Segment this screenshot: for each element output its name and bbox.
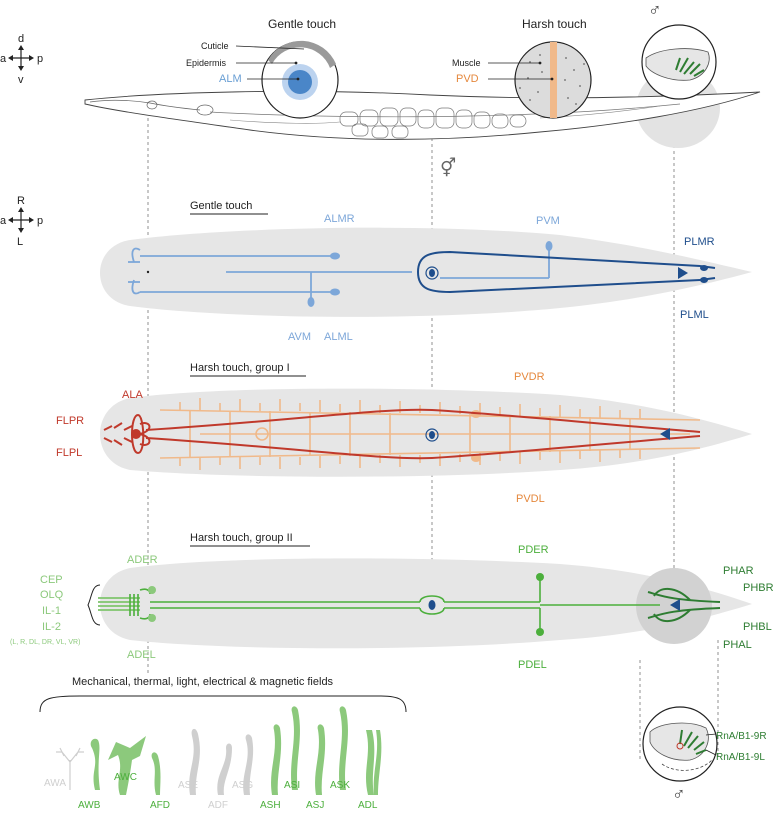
harsh2-body bbox=[98, 558, 752, 649]
amphid-neurons bbox=[56, 706, 382, 795]
awc-label: AWC bbox=[114, 772, 137, 783]
asg-label: ASG bbox=[232, 780, 253, 791]
plml-label: PLML bbox=[680, 309, 709, 321]
hermaphrodite-symbol-icon: ⚥ bbox=[440, 157, 456, 178]
axis-l-label: L bbox=[17, 236, 23, 248]
flpr-label: FLPR bbox=[56, 415, 84, 427]
phal-label: PHAL bbox=[723, 639, 752, 651]
asi-label: ASI bbox=[284, 780, 300, 791]
awb-neuron-shape bbox=[90, 738, 100, 790]
axis-a-label: a bbox=[0, 53, 7, 65]
compass-cross-icon bbox=[8, 45, 34, 71]
pvdl-label: PVDL bbox=[516, 493, 545, 505]
adf-label: ADF bbox=[208, 800, 228, 811]
cuticle-label: Cuticle bbox=[201, 41, 229, 51]
pvdr-label: PVDR bbox=[514, 371, 545, 383]
awb-label: AWB bbox=[78, 800, 101, 811]
compass-cross-icon bbox=[8, 207, 34, 233]
axis-a2-label: a bbox=[0, 215, 7, 227]
gentle-touch-cross-section bbox=[261, 40, 339, 119]
male-tail-inset bbox=[641, 24, 717, 100]
male-tail-inset-bottom bbox=[642, 706, 718, 782]
pvd-label: PVD bbox=[456, 73, 479, 85]
olq-label: OLQ bbox=[40, 589, 64, 601]
il2-sub-label: (L, R, DL, DR, VL, VR) bbox=[10, 639, 80, 646]
adf-neuron-shape bbox=[217, 743, 232, 795]
flpl-label: FLPL bbox=[56, 447, 82, 459]
asj-neuron-shape bbox=[315, 724, 326, 795]
phar-label: PHAR bbox=[723, 565, 754, 577]
ash-neuron-shape bbox=[271, 724, 282, 795]
pvm-label: PVM bbox=[536, 215, 560, 227]
ader-label: ADER bbox=[127, 554, 158, 566]
asg-neuron-shape bbox=[243, 734, 254, 795]
almr-label: ALMR bbox=[324, 213, 355, 225]
asi-neuron-shape bbox=[291, 706, 300, 790]
axis-v-label: v bbox=[18, 74, 24, 86]
cep-label: CEP bbox=[40, 574, 63, 586]
harsh-touch-cross-section bbox=[514, 41, 592, 119]
awa-neuron-shape bbox=[56, 747, 84, 790]
ask-label: ASK bbox=[330, 780, 350, 791]
harsh-touch-title: Harsh touch bbox=[522, 17, 587, 31]
il1-label: IL-1 bbox=[42, 605, 61, 617]
pder-label: PDER bbox=[518, 544, 549, 556]
rna-l-label: RnA/B1-9L bbox=[716, 752, 765, 763]
adl-neuron-shape bbox=[366, 730, 382, 795]
phbr-label: PHBR bbox=[743, 582, 774, 594]
amphid-brace bbox=[39, 695, 407, 713]
alml-label: ALML bbox=[324, 331, 353, 343]
gentle-touch-body bbox=[100, 227, 752, 317]
alm-label: ALM bbox=[219, 73, 242, 85]
afd-neuron-shape bbox=[151, 752, 161, 795]
avm-label: AVM bbox=[288, 331, 311, 343]
ask-neuron-shape bbox=[339, 706, 348, 790]
epidermis-label: Epidermis bbox=[186, 58, 227, 68]
ala-label: ALA bbox=[122, 389, 143, 401]
adl-label: ADL bbox=[358, 800, 378, 811]
axis-p-label: p bbox=[37, 53, 43, 65]
gentle-panel-title: Gentle touch bbox=[190, 200, 252, 212]
gentle-touch-title: Gentle touch bbox=[268, 17, 336, 31]
male-symbol-icon: ♂ bbox=[672, 784, 686, 804]
rna-r-label: RnA/B1-9R bbox=[716, 731, 767, 742]
afd-label: AFD bbox=[150, 800, 170, 811]
ash-label: ASH bbox=[260, 800, 281, 811]
harsh1-panel-title: Harsh touch, group I bbox=[190, 362, 290, 374]
harsh1-body bbox=[100, 388, 752, 477]
il2-label: IL-2 bbox=[42, 621, 61, 633]
amphid-title: Mechanical, thermal, light, electrical &… bbox=[72, 676, 334, 688]
ase-neuron-shape bbox=[189, 728, 200, 795]
bracket bbox=[87, 584, 101, 626]
plmr-label: PLMR bbox=[684, 236, 715, 248]
phbl-label: PHBL bbox=[743, 621, 772, 633]
awc-neuron-shape bbox=[108, 736, 146, 795]
ase-label: ASE bbox=[178, 780, 198, 791]
adel-label: ADEL bbox=[127, 649, 156, 661]
pdel-label: PDEL bbox=[518, 659, 547, 671]
male-symbol-icon: ♂ bbox=[648, 0, 662, 20]
axis-p2-label: p bbox=[37, 215, 43, 227]
asj-label: ASJ bbox=[306, 800, 324, 811]
axis-r-label: R bbox=[17, 195, 25, 207]
axis-d-label: d bbox=[18, 33, 24, 45]
awa-label: AWA bbox=[44, 778, 66, 789]
harsh2-panel-title: Harsh touch, group II bbox=[190, 532, 293, 544]
muscle-label: Muscle bbox=[452, 58, 481, 68]
